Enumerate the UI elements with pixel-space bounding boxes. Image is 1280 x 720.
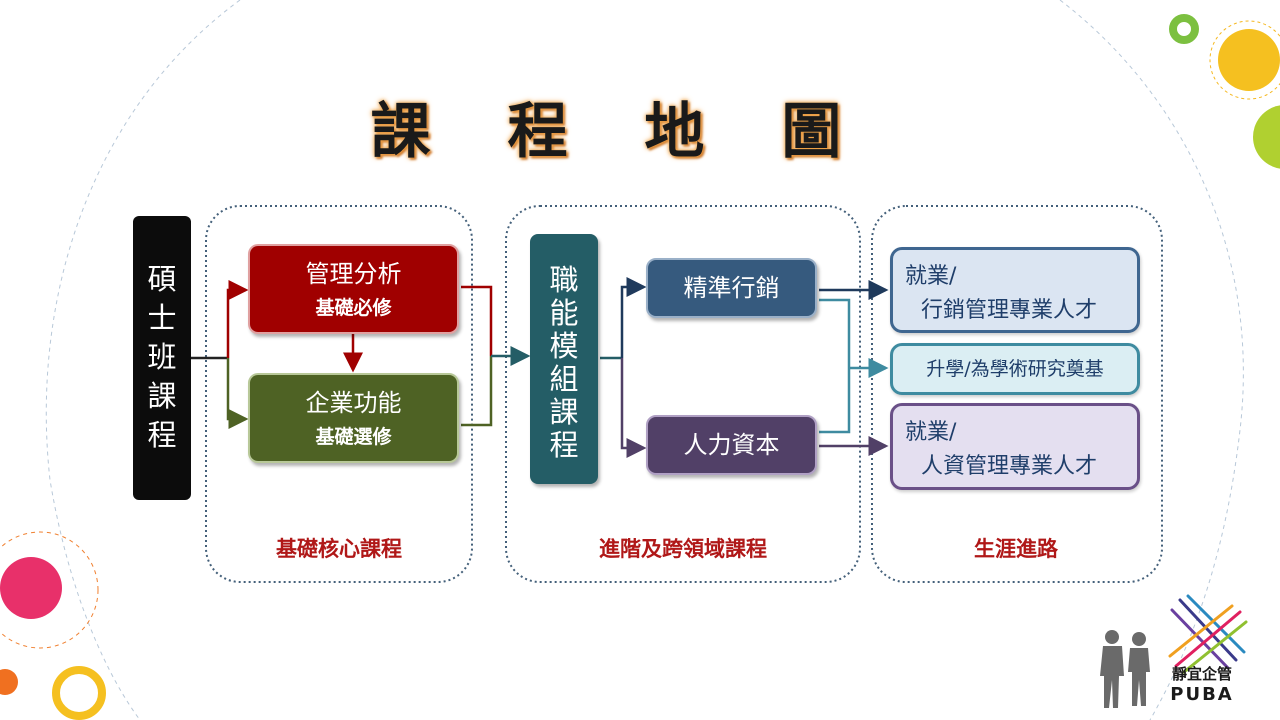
logo-english-text: PUBA	[1170, 684, 1234, 705]
page-title: 課 程 地 圖	[370, 97, 870, 167]
career-hr-label: 人資管理專業人才	[921, 454, 1098, 479]
connector-foundation-to-module	[461, 285, 531, 427]
human-capital-box: 人力資本	[646, 415, 817, 475]
group-career	[871, 205, 1163, 583]
management-analysis-label: 管理分析	[305, 260, 402, 288]
career-academic-box: 升學/為學術研究奠基	[890, 343, 1140, 395]
logo-x-mark	[1168, 594, 1248, 674]
corporate-function-box: 企業功能 基礎選修	[248, 373, 459, 463]
precision-marketing-box: 精準行銷	[646, 258, 817, 318]
logo-silhouettes	[1100, 630, 1150, 708]
connector-tracks-to-career	[819, 280, 889, 456]
master-course-box: 碩士班課程	[133, 216, 191, 500]
career-marketing-label: 行銷管理專業人才	[921, 298, 1098, 323]
connector-master-to-foundation	[191, 280, 249, 429]
career-caption: 生涯進路	[974, 537, 1058, 561]
career-marketing-box: 就業/ 行銷管理專業人才	[890, 247, 1140, 333]
logo-chinese-text: 靜宜企管	[1171, 665, 1232, 683]
management-analysis-box: 管理分析 基礎必修	[248, 244, 459, 334]
connector-module-to-tracks	[600, 277, 647, 458]
group-foundation	[205, 205, 473, 583]
management-analysis-sublabel: 基礎必修	[315, 297, 392, 319]
career-hr-box: 就業/ 人資管理專業人才	[890, 403, 1140, 490]
logo: 靜宜企管 PUBA	[1160, 664, 1244, 712]
corporate-function-label: 企業功能	[305, 389, 402, 417]
advanced-caption: 進階及跨領域課程	[599, 537, 767, 561]
decorative-arcs	[45, 0, 1244, 720]
career-hr-prefix: 就業/	[905, 420, 957, 445]
foundation-caption: 基礎核心課程	[276, 537, 402, 561]
decorative-circles	[0, 14, 1280, 720]
competency-module-box: 職能模組課程	[530, 234, 598, 484]
career-marketing-prefix: 就業/	[905, 264, 957, 289]
corporate-function-sublabel: 基礎選修	[315, 426, 392, 448]
